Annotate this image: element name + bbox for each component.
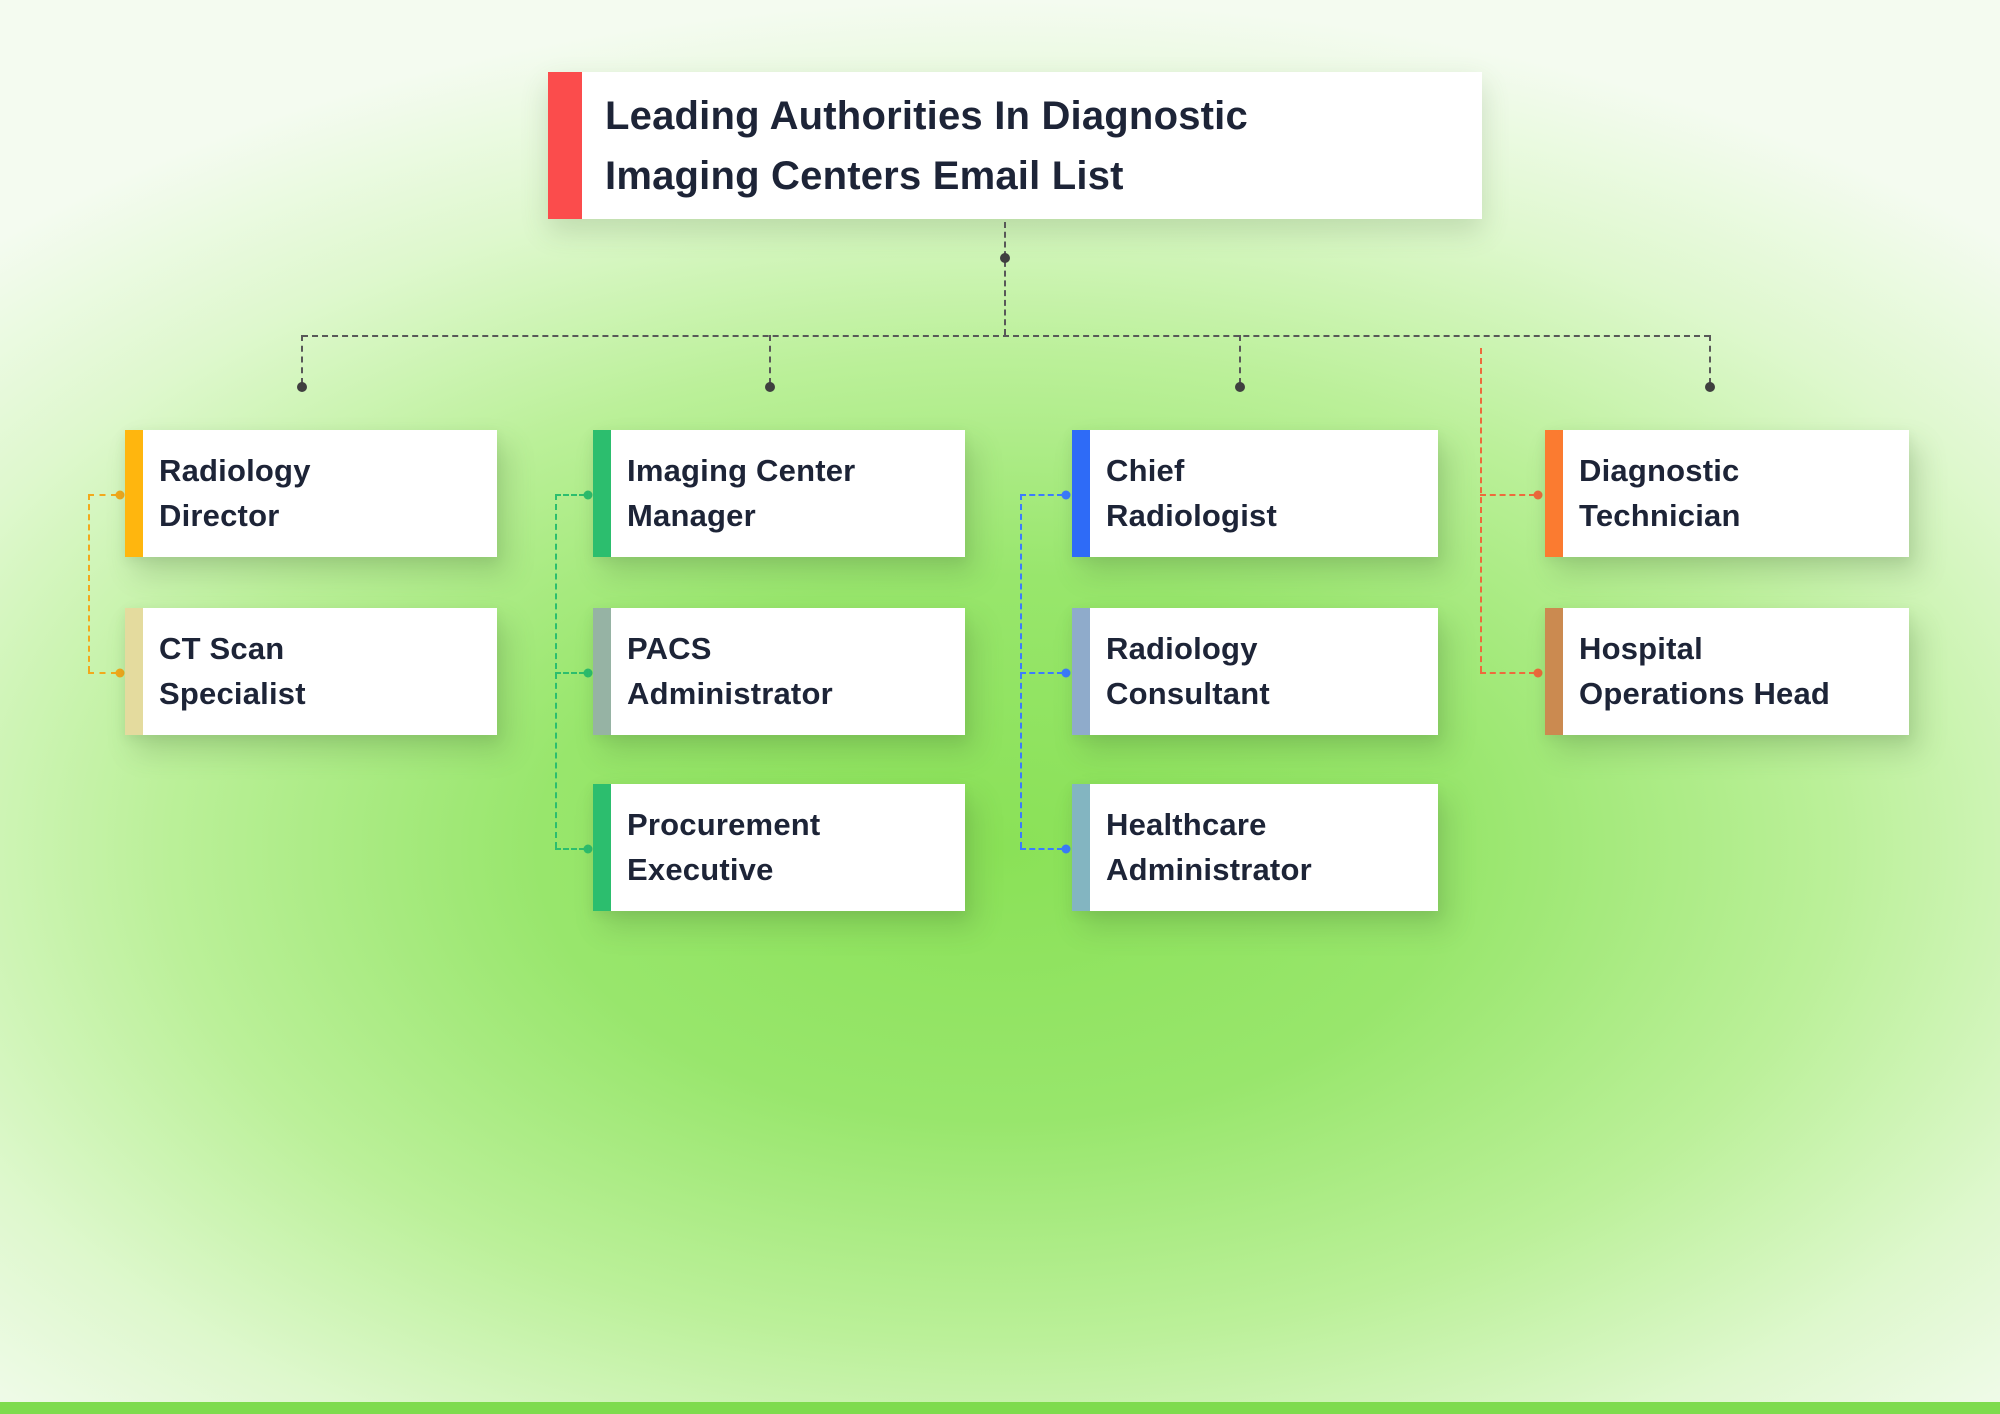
connector-main-horizontal	[302, 335, 1710, 337]
connector-drop-dot-3	[1235, 382, 1245, 392]
card-pacs-administrator: PACS Administrator	[593, 608, 965, 735]
card-procurement-executive: Procurement Executive	[593, 784, 965, 911]
bracket-2-dot-1	[583, 490, 593, 500]
bracket-2-branch-2	[555, 672, 585, 674]
card-diagnostic-technician: Diagnostic Technician	[1545, 430, 1909, 557]
card-accent-bar	[593, 608, 611, 735]
role-label: Hospital Operations Head	[1579, 630, 1831, 711]
bracket-1-dot-1	[115, 490, 125, 500]
connector-drop-dot-1	[297, 382, 307, 392]
card-accent-bar	[125, 608, 143, 735]
role-label: CT Scan Specialist	[159, 630, 306, 711]
card-ct-scan-specialist: CT Scan Specialist	[125, 608, 497, 735]
role-label: Imaging Center Manager	[627, 452, 856, 533]
card-accent-bar	[1545, 608, 1563, 735]
bracket-4-dot-1	[1533, 490, 1543, 500]
card-chief-radiologist: Chief Radiologist	[1072, 430, 1438, 557]
card-accent-bar	[1072, 784, 1090, 911]
card-accent-bar	[1072, 430, 1090, 557]
card-accent-bar	[125, 430, 143, 557]
bracket-4-branch-1	[1480, 494, 1535, 496]
bracket-3-dot-1	[1061, 490, 1071, 500]
bracket-1-branch-1	[88, 494, 117, 496]
role-label: Procurement Executive	[627, 806, 821, 887]
bracket-2-dot-2	[583, 668, 593, 678]
bracket-3-dot-3	[1061, 844, 1071, 854]
connector-drop-3	[1239, 335, 1241, 384]
card-radiology-director: Radiology Director	[125, 430, 497, 557]
bracket-2-branch-3	[555, 848, 585, 850]
role-label: PACS Administrator	[627, 630, 833, 711]
bracket-3-branch-1	[1020, 494, 1063, 496]
bracket-4-dot-2	[1533, 668, 1543, 678]
connector-drop-4	[1709, 335, 1711, 384]
bracket-3-dot-2	[1061, 668, 1071, 678]
role-label: Healthcare Administrator	[1106, 806, 1312, 887]
title-accent-bar	[548, 72, 582, 219]
role-label: Radiology Director	[159, 452, 311, 533]
card-hospital-operations-head: Hospital Operations Head	[1545, 608, 1909, 735]
connector-title-stem	[1004, 222, 1006, 335]
card-accent-bar	[1545, 430, 1563, 557]
connector-drop-2	[769, 335, 771, 384]
bracket-2-vertical	[555, 494, 557, 848]
card-healthcare-administrator: Healthcare Administrator	[1072, 784, 1438, 911]
bracket-3-vertical	[1020, 494, 1022, 848]
card-radiology-consultant: Radiology Consultant	[1072, 608, 1438, 735]
card-accent-bar	[593, 784, 611, 911]
bottom-edge-strip	[0, 1402, 2000, 1414]
bracket-3-branch-3	[1020, 848, 1063, 850]
connector-drop-1	[301, 335, 303, 384]
role-label: Diagnostic Technician	[1579, 452, 1741, 533]
card-accent-bar	[1072, 608, 1090, 735]
role-label: Chief Radiologist	[1106, 452, 1277, 533]
bracket-3-branch-2	[1020, 672, 1063, 674]
bracket-2-branch-1	[555, 494, 585, 496]
bracket-4-vertical	[1480, 348, 1482, 672]
bracket-4-branch-2	[1480, 672, 1535, 674]
title-box: Leading Authorities In Diagnostic Imagin…	[548, 72, 1482, 219]
connector-title-node-dot	[1000, 253, 1010, 263]
card-imaging-center-manager: Imaging Center Manager	[593, 430, 965, 557]
role-label: Radiology Consultant	[1106, 630, 1270, 711]
bracket-1-branch-2	[88, 672, 117, 674]
connector-drop-dot-2	[765, 382, 775, 392]
page-title: Leading Authorities In Diagnostic Imagin…	[605, 93, 1248, 198]
bracket-1-vertical	[88, 494, 90, 672]
card-accent-bar	[593, 430, 611, 557]
bracket-2-dot-3	[583, 844, 593, 854]
connector-drop-dot-4	[1705, 382, 1715, 392]
bracket-1-dot-2	[115, 668, 125, 678]
